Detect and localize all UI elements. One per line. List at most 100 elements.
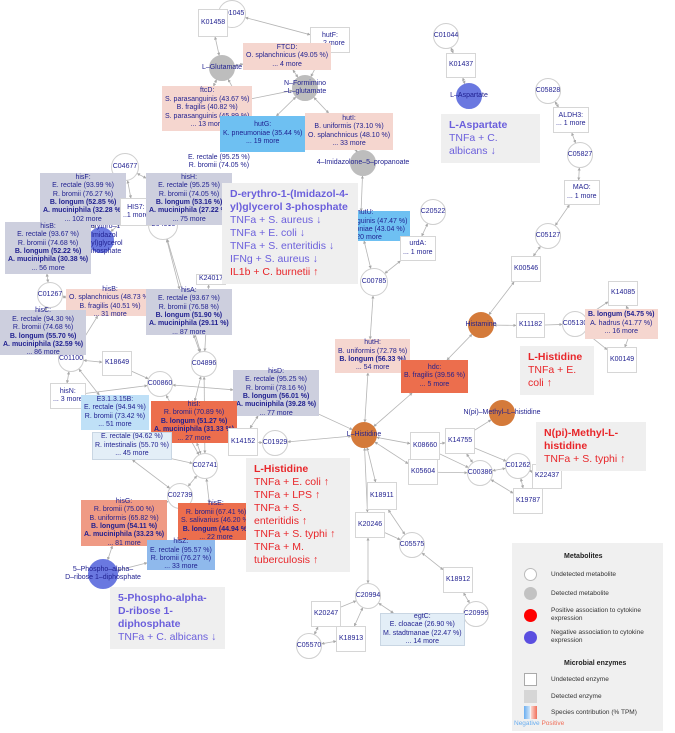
metabolite-label: C05827 (567, 150, 593, 158)
cytokine-association: TNFa + E. coli ↓ (230, 227, 305, 239)
metabolite-5-phospho-alpha-d-ribose-1-diphosphate[interactable]: 5–Phospho–alpha–D–ribose 1–diphosphate (65, 559, 141, 589)
metabolite-c02741[interactable]: C02741 (192, 453, 218, 479)
enzyme-name: hisE: (208, 500, 224, 508)
enzyme-huti[interactable]: hutI:B. uniformis (73.10 %)O. splanchnic… (305, 113, 394, 150)
enzyme-hisi[interactable]: hisI:R. bromii (70.89 %)B. longum (51.27… (151, 401, 238, 443)
metabolite-c20994[interactable]: C20994 (355, 583, 381, 609)
metabolite-c00785[interactable]: C00785 (360, 268, 388, 296)
species-contribution: ... 77 more (259, 409, 293, 417)
metabolite-c05575[interactable]: C05575 (399, 532, 425, 558)
enzyme-name: hisA: (181, 286, 197, 294)
enzyme-hisd[interactable]: hisD:E. rectale (95.25 %)R. bromii (78.1… (233, 368, 320, 417)
species-contribution: E. rectale (93.67 %) (157, 295, 220, 303)
enzyme-urda[interactable]: urdA:... 1 more (400, 236, 436, 261)
enzyme-k01458[interactable]: K01458 (198, 9, 229, 37)
metabolite-l-aspartate[interactable]: L–Aspartate (450, 83, 488, 109)
metabolite-label: C01100 (59, 354, 84, 362)
species-contribution: B. longum (44.94 %) (182, 525, 250, 533)
edge (363, 240, 372, 269)
enzyme-mao[interactable]: MAO:... 1 more (564, 180, 600, 205)
enzyme-k14085[interactable]: K14085 (608, 281, 639, 306)
enzyme-k18911[interactable]: K18911 (367, 482, 397, 510)
metabolite-c05130[interactable]: C05130 (562, 311, 588, 337)
enzyme-k14152[interactable]: K14152 (228, 428, 259, 456)
enzyme-k18649[interactable]: K18649 (102, 351, 133, 376)
metabolite-c01929[interactable]: C01929 (262, 430, 288, 456)
enzyme-k18913[interactable]: K18913 (336, 626, 367, 652)
metabolite-c01262[interactable]: C01262 (505, 453, 531, 479)
species-contribution: E. rectale (94.62 %) (101, 433, 163, 441)
enzyme-ftcd[interactable]: FTCD:O. splanchnicus (49.05 %)... 4 more (243, 43, 332, 70)
species-contribution: K24017 (199, 275, 224, 283)
enzyme-k00149[interactable]: K00149 (607, 347, 638, 373)
metabolite-4-imidazolone-5-propanoate[interactable]: 4–Imidazolone–5–propanoate (317, 150, 409, 176)
enzyme-hise[interactable]: hisE:R. bromii (67.41 %)S. salivarius (4… (178, 500, 255, 542)
enzyme-k19787[interactable]: K19787 (513, 488, 544, 514)
metabolite-c01044[interactable]: C01044 (433, 23, 459, 49)
species-contribution: ... 16 more (604, 328, 638, 336)
metabolite-c00386[interactable]: C00386 (467, 460, 493, 486)
cytokine-association: IFNg + S. aureus ↓ (230, 253, 318, 265)
enzyme-hdc[interactable]: hdc:B. fragilis (39.56 %)... 5 more (401, 360, 469, 393)
enzyme-k11182[interactable]: K11182 (516, 313, 546, 338)
enzyme-k00546[interactable]: K00546 (511, 256, 542, 282)
metabolite-n-formimino-l-glutamate[interactable]: N–Formimino–L–glutamate (284, 75, 326, 101)
metabolite-c01267[interactable]: C01267 (37, 282, 63, 308)
enzyme-hise-unnamed[interactable]: E. rectale (94.62 %)R. intestinalis (55.… (92, 432, 172, 460)
enzyme-huth[interactable]: hutH:B. uniformis (72.78 %)B. longum (56… (335, 339, 411, 373)
species-contribution: K. pneumoniae (43.04 %) (325, 226, 405, 233)
enzyme-k18912[interactable]: K18912 (443, 567, 474, 593)
enzyme-hisa[interactable]: hisA:E. rectale (93.67 %)R. bromii (76.5… (146, 286, 232, 336)
species-contribution: B. longum (52.22 %) (14, 248, 82, 255)
metabolite-label: C20994 (355, 591, 381, 599)
metabolite-c20995[interactable]: C20995 (463, 601, 489, 627)
enzyme-hisn[interactable]: hisN:... 3 more (50, 383, 86, 409)
enzyme-hisb-left[interactable]: hisB:E. rectale (93.67 %)R. bromii (74.6… (5, 222, 92, 274)
enzyme-b-longum-box[interactable]: B. longum (54.75 %)A. hadrus (41.77 %)..… (585, 309, 658, 339)
enzyme-k01437[interactable]: K01437 (446, 53, 477, 78)
metabolite-histamine[interactable]: Histamine (465, 312, 497, 338)
edge (466, 453, 473, 463)
edge (117, 561, 148, 572)
metabolite-n-pi-methyl-l-histidine[interactable]: N(pi)–Methyl–L–histidine (463, 400, 541, 426)
enzyme-egtc[interactable]: egtC:E. cloacae (26.90 %)M. stadtmanae (… (380, 613, 465, 646)
species-contribution: K14152 (231, 437, 256, 445)
species-contribution: M. stadtmanae (22.47 %) (383, 629, 462, 637)
edge (490, 479, 514, 494)
enzyme-k08660[interactable]: K08660 (410, 432, 441, 460)
enzyme-hisg[interactable]: hisG:R. bromii (75.00 %)B. uniformis (65… (81, 498, 168, 547)
metabolite-c04896[interactable]: C04896 (191, 351, 217, 377)
edge (469, 445, 507, 462)
edge (421, 223, 428, 237)
enzyme-name: hisB: (40, 222, 56, 230)
species-contribution: ... 22 more (199, 534, 233, 542)
metabolite-label: C02741 (192, 461, 218, 469)
enzyme-hisf[interactable]: hisF:E. rectale (93.99 %)R. bromii (76.2… (40, 173, 127, 225)
enzyme-hish[interactable]: hisH:E. rectale (95.25 %)R. bromii (74.0… (146, 173, 233, 225)
species-contribution: K05604 (411, 467, 436, 475)
metabolite-c05828[interactable]: C05828 (535, 78, 561, 104)
enzyme-hutg[interactable]: hutG:K. pneumoniae (35.44 %)... 19 more (220, 116, 306, 152)
enzyme-k14755[interactable]: K14755 (445, 428, 476, 454)
metabolite-c05127[interactable]: C05127 (535, 223, 561, 249)
edge (321, 640, 337, 645)
metabolite-c00860[interactable]: C00860 (147, 371, 173, 397)
enzyme-k20247[interactable]: K20247 (311, 601, 342, 627)
metabolite-c20522[interactable]: C20522 (420, 199, 446, 225)
edge (368, 295, 375, 340)
metabolite-l-histidine[interactable]: L–Histidine (347, 422, 381, 448)
metabolite-c05827[interactable]: C05827 (567, 142, 593, 168)
enzyme-k05604[interactable]: K05604 (408, 459, 439, 485)
enzyme-aldh3[interactable]: ALDH3:... 1 more (553, 107, 589, 133)
metabolite-label: D–ribose 1–diphosphate (65, 574, 141, 581)
enzyme-hisz[interactable]: hisZ:E. rectale (95.57 %)R. bromii (76.2… (147, 538, 215, 570)
enzyme-e3-1-3-15b[interactable]: E3.1.3.15B:E. rectale (94.94 %)R. bromii… (81, 395, 149, 430)
species-contribution: K14755 (448, 436, 473, 444)
metabolite-c05570[interactable]: C05570 (296, 633, 322, 659)
metabolite-l-glutamate[interactable]: L–Glutamate (202, 55, 242, 81)
enzyme-hisc[interactable]: hisC:E. rectale (94.30 %)R. bromii (74.6… (0, 307, 87, 356)
edge (435, 451, 469, 468)
enzyme-k20246[interactable]: K20246 (355, 512, 386, 538)
